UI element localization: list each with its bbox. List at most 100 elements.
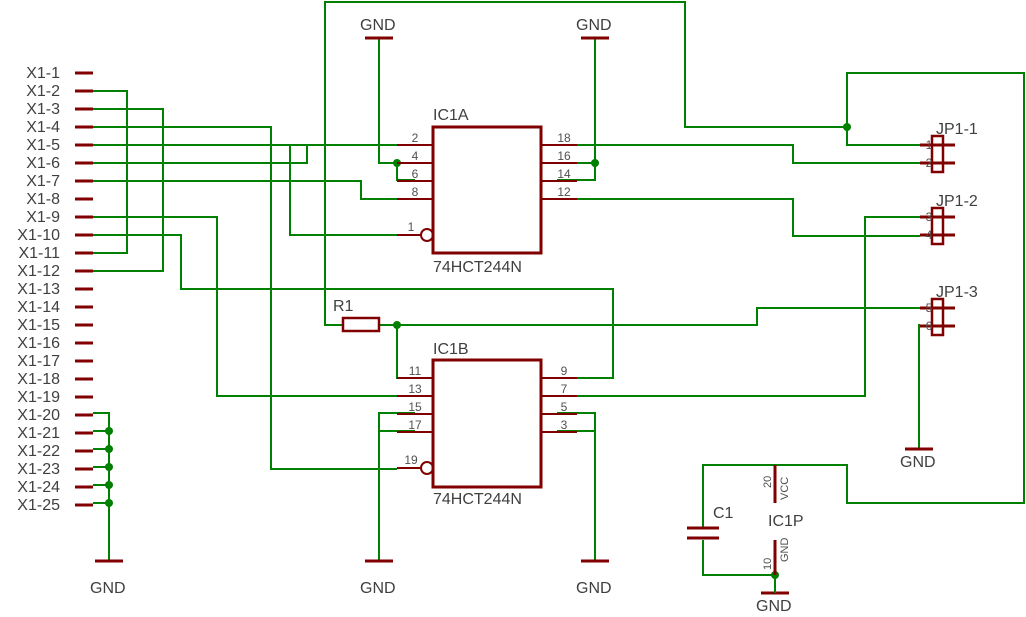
gnd-symbol: GND <box>756 591 792 615</box>
inversion-bubble <box>420 461 434 475</box>
r1: R1 <box>333 298 381 333</box>
ic-pin-number: 5 <box>561 400 568 414</box>
x1-pin-label: X1-11 <box>18 245 60 262</box>
ic-pin-number: 19 <box>404 453 418 467</box>
x1-pin-label: X1-4 <box>26 119 60 136</box>
jumper-pin-number: 2 <box>926 156 933 170</box>
gnd-symbol: GND <box>90 559 126 597</box>
wires <box>93 1 1025 576</box>
jumper-pin-number: 4 <box>926 228 933 242</box>
ic1p-vcc-name: VCC <box>779 477 791 500</box>
ic1b-part: 74HCT244N <box>433 491 522 508</box>
ic-pin-number: 13 <box>408 382 422 396</box>
x1-pin-label: X1-19 <box>17 389 60 406</box>
wire-vcc-loop <box>702 72 1025 528</box>
gnd-symbol: GND <box>900 447 936 471</box>
junction <box>843 123 851 131</box>
ic-pin-number: 11 <box>409 364 422 378</box>
junction <box>105 463 113 471</box>
ic-pin-number: 3 <box>561 418 568 432</box>
x1-pin-label: X1-6 <box>26 155 60 172</box>
wire-x1-10-y1 <box>93 234 614 379</box>
connector-x1: X1-1X1-2X1-3X1-4X1-5X1-6X1-7X1-8X1-9X1-1… <box>17 65 93 514</box>
ic1p: IC1P 20 VCC 10 GND <box>762 465 804 593</box>
wire-c1-gnd <box>702 540 775 576</box>
ic-pin-number: 15 <box>408 400 422 414</box>
wire-y1-jp1-2 <box>557 144 920 164</box>
x1-pin-label: X1-12 <box>17 263 60 280</box>
gnd-label: GND <box>360 580 396 597</box>
ic-pin-number: 16 <box>557 149 571 163</box>
ic-pin-number: 1 <box>408 220 415 234</box>
r1-body <box>341 316 381 333</box>
wire-ic1b-a3-gnd <box>378 412 415 560</box>
r1-name: R1 <box>333 298 354 315</box>
jumper-pin-number: 3 <box>926 210 933 224</box>
ic-pin-number: 4 <box>412 149 419 163</box>
ic1a: 2A14A26A38A418Y116Y214Y312Y41G IC1A 74HC… <box>397 107 577 276</box>
junction <box>105 481 113 489</box>
jumper-jp1-2: 3 4 JP1-2 <box>920 193 978 246</box>
ic-pin-number: 12 <box>557 185 571 199</box>
x1-pin-label: X1-18 <box>17 371 60 388</box>
jumper-body <box>930 297 945 337</box>
ic-pin-number: 14 <box>557 167 571 181</box>
gnd-label: GND <box>360 17 396 34</box>
inversion-bubble <box>420 228 434 242</box>
gnd-symbol: GND <box>360 559 396 597</box>
gnd-label: GND <box>90 580 126 597</box>
wire-gnd-a2a3 <box>378 38 415 181</box>
wire-y2b-jp1-3 <box>557 216 920 397</box>
wire-x1-5-g <box>93 144 397 236</box>
x1-pin-label: X1-21 <box>17 425 60 442</box>
wire-x1-7-a4 <box>93 180 415 200</box>
gnd-symbols: GND GND GND GND GND GND GND <box>90 17 936 615</box>
c1: C1 <box>687 505 734 540</box>
x1-pin-label: X1-20 <box>17 407 60 424</box>
x1-pin-label: X1-15 <box>17 317 60 334</box>
ic-pin-number: 9 <box>561 364 568 378</box>
x1-pin-label: X1-9 <box>26 209 60 226</box>
wire-r1-jp1-1 <box>324 1 920 326</box>
ic1p-vcc-num: 20 <box>762 476 774 488</box>
jumper-pin-number: 6 <box>926 319 933 333</box>
ic1p-name: IC1P <box>768 513 804 530</box>
x1-pin-label: X1-10 <box>17 227 60 244</box>
ic1a-body <box>431 125 543 255</box>
junction <box>591 159 599 167</box>
x1-pin-label: X1-25 <box>17 497 60 514</box>
x1-pin-label: X1-17 <box>17 353 60 370</box>
x1-pin-label: X1-5 <box>26 137 60 154</box>
jumper-name: JP1-2 <box>936 193 978 210</box>
jumper-name: JP1-1 <box>936 121 978 138</box>
x1-pin-label: X1-8 <box>26 191 60 208</box>
wire-x1-5 <box>93 144 308 163</box>
x1-pin-label: X1-13 <box>17 281 60 298</box>
gnd-label: GND <box>576 580 612 597</box>
ic1b-name: IC1B <box>433 341 469 358</box>
wire-y4-jp1-4 <box>557 198 920 237</box>
ic-pin-number: 7 <box>561 382 568 396</box>
junction <box>393 321 401 329</box>
jumper-pin-number: 1 <box>926 138 933 152</box>
x1-pin-label: X1-22 <box>17 443 60 460</box>
wire-x1-9-a2 <box>93 216 415 397</box>
ic-pin-number: 17 <box>408 418 422 432</box>
x1-pin-label: X1-3 <box>26 101 60 118</box>
wire-x1-gnd-bus <box>93 412 110 560</box>
wire-x1-3 <box>93 108 164 272</box>
x1-pin-label: X1-1 <box>26 65 60 82</box>
x1-pin-label: X1-2 <box>26 83 60 100</box>
gnd-symbol: GND <box>576 17 612 40</box>
junction <box>105 499 113 507</box>
c1-name: C1 <box>713 505 734 522</box>
wire-x1-6-a1 <box>93 144 415 164</box>
x1-pin-label: X1-16 <box>17 335 60 352</box>
wire-x1-4-g2 <box>93 126 397 470</box>
ic1b: 11A113A215A317A49Y17Y25Y33Y419G IC1B 74H… <box>397 341 577 508</box>
ic1b-body <box>431 358 543 489</box>
ic1p-gnd-name: GND <box>779 538 791 563</box>
